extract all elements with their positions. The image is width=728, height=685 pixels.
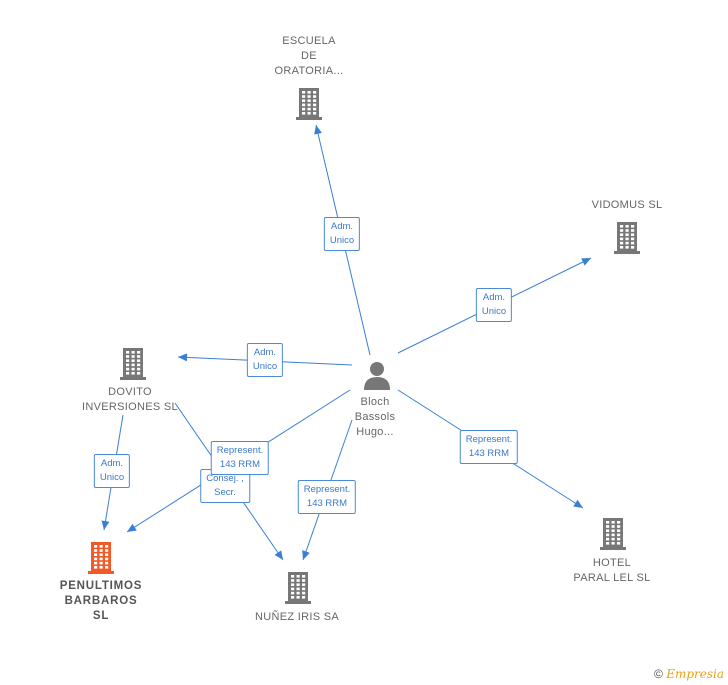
building-icon-penultimos[interactable] — [88, 540, 114, 574]
brand-logo: Empresia — [666, 667, 724, 681]
building-icon-vidomus[interactable] — [614, 220, 640, 254]
node-label-hotel[interactable]: HOTEL PARAL LEL SL — [573, 557, 651, 584]
edge-label-penult-center[interactable]: Represent.143 RRM — [210, 441, 270, 475]
edge-label-penult-dovito[interactable]: Adm.Unico — [93, 454, 131, 488]
edge-label-escuela[interactable]: Adm.Unico — [323, 217, 361, 251]
building-icon-hotel[interactable] — [600, 516, 626, 550]
node-label-nunez[interactable]: NUÑEZ IRIS SA — [255, 611, 339, 623]
node-label-escuela[interactable]: ESCUELA DE ORATORIA... — [274, 35, 344, 77]
node-label-vidomus[interactable]: VIDOMUS SL — [591, 199, 663, 211]
building-icon-dovito[interactable] — [120, 346, 146, 380]
building-icon-escuela[interactable] — [296, 86, 322, 120]
copyright-symbol: © — [654, 667, 663, 681]
edge-label-nunez-center[interactable]: Represent.143 RRM — [297, 480, 357, 514]
edge-label-hotel[interactable]: Represent.143 RRM — [459, 430, 519, 464]
person-icon — [364, 362, 390, 390]
building-icon-nunez[interactable] — [285, 570, 311, 604]
center-person-label[interactable]: Bloch Bassols Hugo... — [354, 396, 396, 438]
copyright: © Empresia — [654, 667, 724, 681]
edge-label-dovito[interactable]: Adm.Unico — [246, 343, 284, 377]
node-label-dovito[interactable]: DOVITO INVERSIONES SL — [82, 386, 178, 413]
edge-label-vidomus[interactable]: Adm.Unico — [475, 288, 513, 322]
node-label-penultimos[interactable]: PENULTIMOS BARBAROS SL — [59, 580, 143, 622]
